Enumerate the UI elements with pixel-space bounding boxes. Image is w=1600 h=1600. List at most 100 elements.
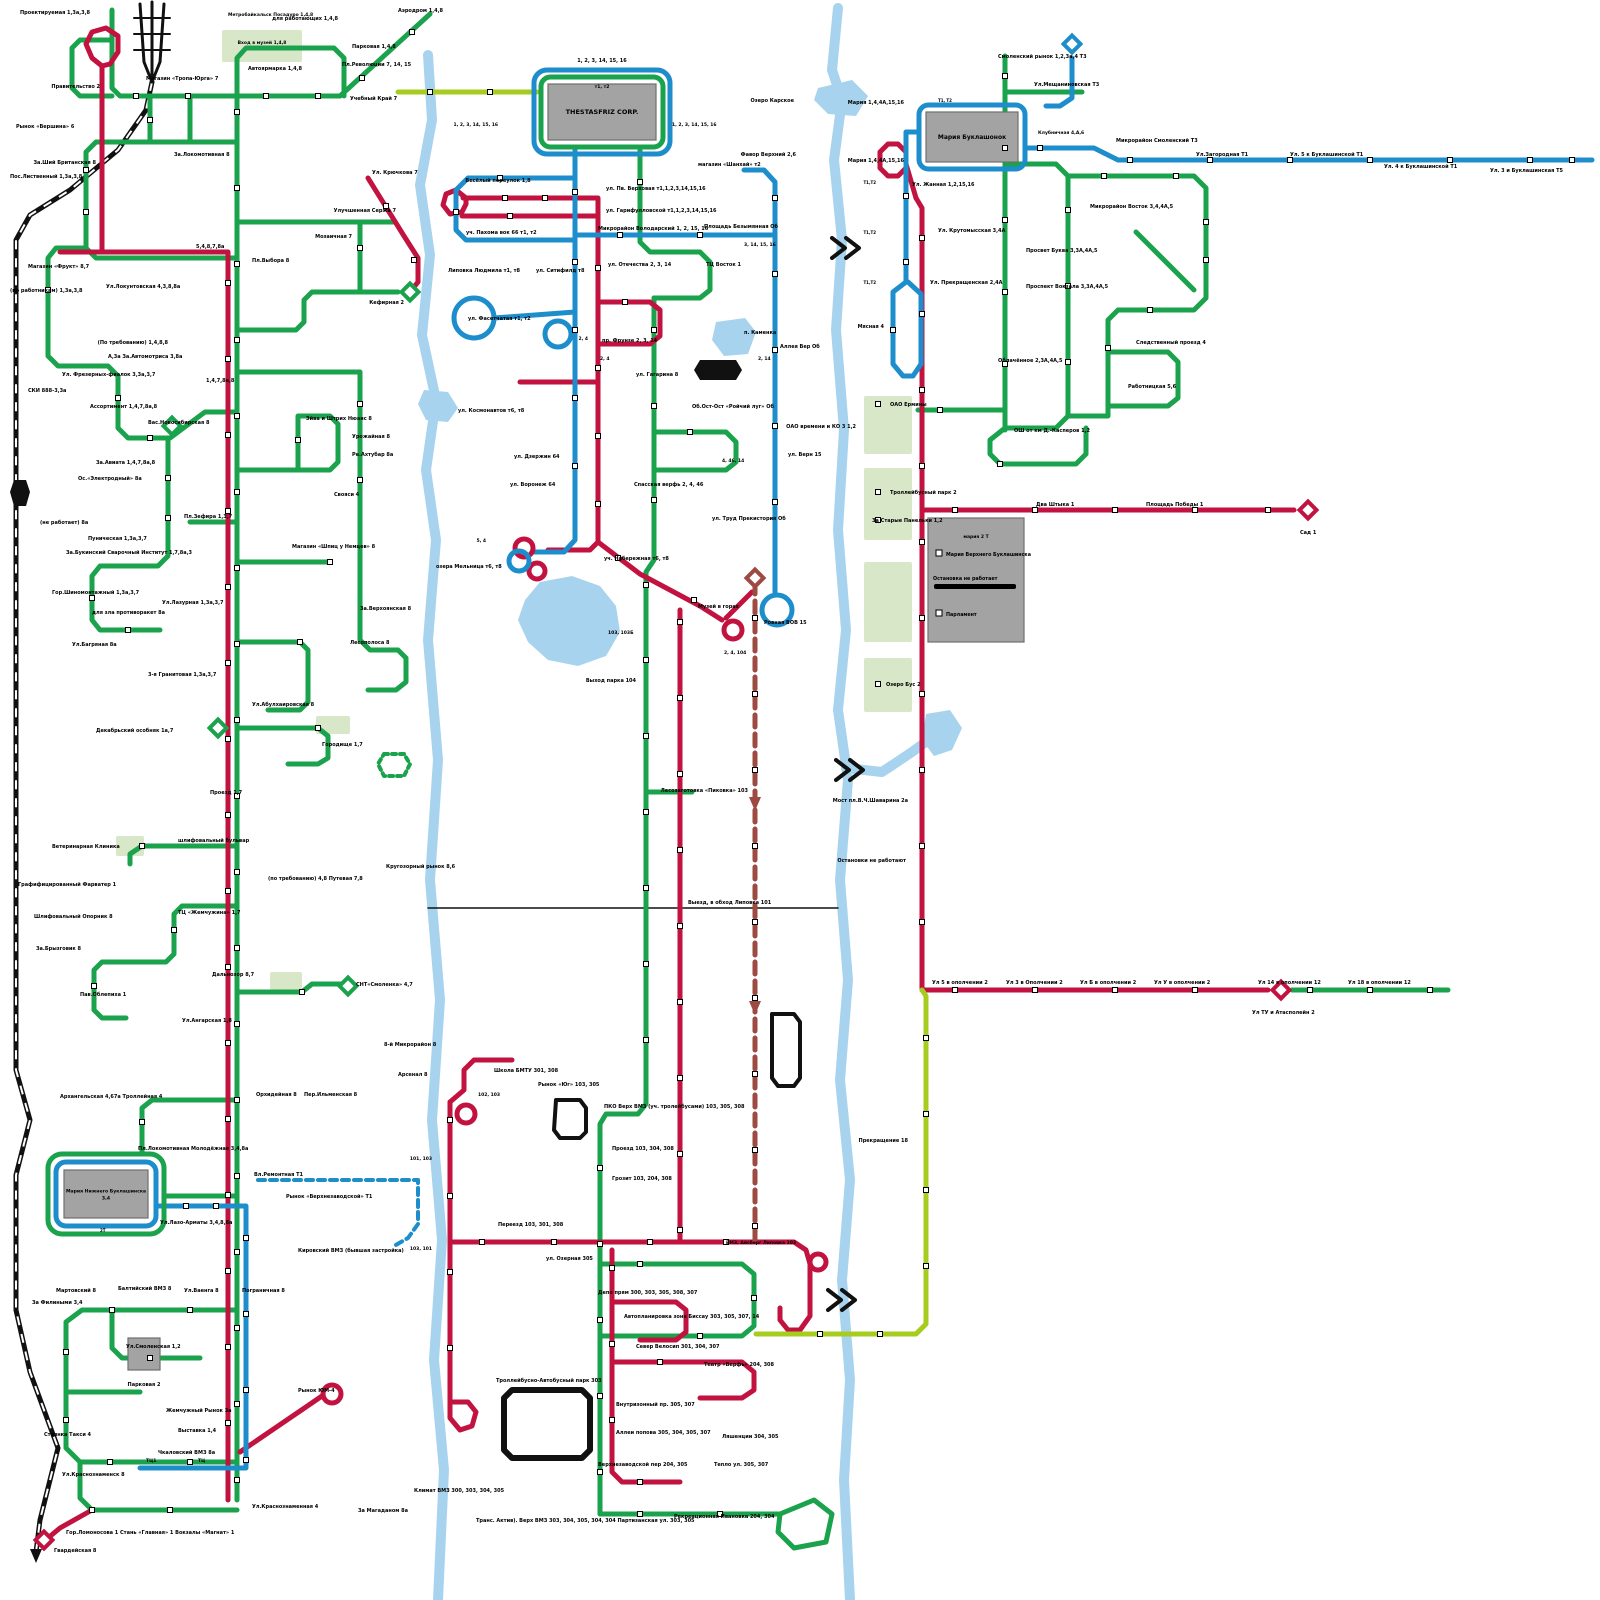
route-line-green bbox=[234, 45, 347, 99]
route-line-blue bbox=[491, 309, 578, 321]
station-marker bbox=[315, 725, 321, 731]
station-marker bbox=[751, 1295, 757, 1301]
station-marker bbox=[147, 1355, 153, 1361]
map-label: магазин «Шанхай» т2 bbox=[698, 161, 761, 168]
map-label: Аллея Вер Об bbox=[780, 343, 820, 350]
station-marker bbox=[479, 1239, 485, 1245]
map-label: Ул.Ангарская 1,8 bbox=[182, 1018, 232, 1024]
route-loop-red bbox=[807, 1251, 829, 1273]
station-marker bbox=[243, 1457, 249, 1463]
station-marker bbox=[183, 1203, 189, 1209]
map-label: Пл.Локомотивная Молодёжная 3,4,8а bbox=[138, 1146, 248, 1152]
map-label: Арсенал 8 bbox=[398, 1072, 428, 1078]
map-label: Рынок «Вершина» 6 bbox=[16, 124, 75, 130]
map-label: Т1,Т2 bbox=[863, 280, 876, 285]
station-marker bbox=[919, 615, 925, 621]
map-label: Эйва и Штрих Нюанс 8 bbox=[306, 415, 372, 422]
map-label: 1, 2, 3, 14, 15, 16 bbox=[453, 122, 498, 128]
station-marker bbox=[447, 1193, 453, 1199]
building-block bbox=[925, 111, 1019, 163]
map-label: 103, 101 bbox=[410, 1246, 432, 1252]
station-marker bbox=[657, 1359, 663, 1365]
map-label: ул. Отечества 2, 3, 14 bbox=[608, 262, 672, 268]
route-line-black bbox=[826, 1288, 843, 1312]
map-label: Ул.Мещаниновская Т3 bbox=[1034, 82, 1100, 88]
building-border-green bbox=[45, 1151, 167, 1237]
station-marker bbox=[937, 407, 943, 413]
map-label: Остановки не работают bbox=[837, 857, 906, 864]
map-label: Дальнозор 8,7 bbox=[212, 972, 255, 978]
building-border-green bbox=[538, 74, 666, 150]
map-label: ул. Гагарина 8 bbox=[636, 372, 679, 378]
river bbox=[415, 50, 449, 1600]
map-label: Т1,Т2 bbox=[863, 180, 876, 185]
legend-station-symbol bbox=[935, 609, 943, 617]
station-marker bbox=[187, 1307, 193, 1313]
map-label: Ул.Абулхаировская 8 bbox=[252, 701, 315, 708]
route-line-black bbox=[138, 2, 154, 84]
map-label: Т1,Т2 bbox=[863, 230, 876, 235]
station-marker bbox=[952, 987, 958, 993]
station-marker bbox=[109, 1307, 115, 1313]
map-label: Гвардейская 8 bbox=[54, 1547, 97, 1554]
map-label: ул. Пв. Верховая т1,1,2,3,14,15,16 bbox=[606, 186, 706, 192]
map-label: Выход парка 104 bbox=[586, 678, 637, 684]
building-block bbox=[63, 1169, 149, 1219]
lake bbox=[712, 318, 756, 356]
map-label: Ул ТУ и Атасполейн 2 bbox=[1252, 1009, 1315, 1016]
route-line-green bbox=[1002, 161, 1071, 431]
station-marker bbox=[919, 843, 925, 849]
station-marker bbox=[447, 1117, 453, 1123]
map-label: Гор.Шиномонтажный 1,3а,3,7 bbox=[52, 589, 140, 596]
map-label: 2, 14 bbox=[758, 356, 771, 362]
station-marker bbox=[187, 1459, 193, 1465]
station-marker bbox=[1203, 257, 1209, 263]
map-label: Площадь Победы 1 bbox=[1146, 501, 1204, 508]
route-line-red bbox=[45, 1507, 95, 1541]
station-marker bbox=[1065, 359, 1071, 365]
station-marker bbox=[875, 681, 881, 687]
map-label: Клубничная 4,А,6 bbox=[1038, 129, 1084, 136]
map-label: ОАО времени и КО 3 1,2 bbox=[786, 424, 856, 430]
map-label: За.Букинский Сварочный Институт 1,7,8а,3 bbox=[66, 549, 193, 556]
terminal-diamond-maroon bbox=[743, 566, 767, 590]
station-marker bbox=[234, 793, 240, 799]
station-marker bbox=[234, 489, 240, 495]
station-marker bbox=[411, 257, 417, 263]
station-marker bbox=[997, 461, 1003, 467]
station-marker bbox=[213, 1203, 219, 1209]
park-area bbox=[864, 658, 912, 712]
map-label: уч. Набережная т6, т8 bbox=[604, 555, 669, 562]
station-marker bbox=[297, 639, 303, 645]
lake bbox=[922, 710, 962, 756]
map-label: Ре.Ахтубар 8а bbox=[352, 451, 393, 458]
station-marker bbox=[383, 203, 389, 209]
map-label: Ляшенции 304, 305 bbox=[722, 1434, 779, 1440]
map-label: Площадь Безымянная Об bbox=[704, 223, 779, 230]
station-marker bbox=[225, 888, 231, 894]
river bbox=[827, 3, 855, 1600]
map-label: Парковая 2 bbox=[128, 1382, 161, 1388]
station-marker bbox=[1569, 157, 1575, 163]
station-marker bbox=[1105, 345, 1111, 351]
map-label: СКИ 888-3,3а bbox=[28, 388, 66, 394]
station-marker bbox=[63, 1417, 69, 1423]
route-line-green bbox=[357, 557, 409, 693]
map-label: 2Т bbox=[100, 1228, 106, 1233]
map-label: 102, 103 bbox=[478, 1092, 500, 1098]
station-marker bbox=[919, 539, 925, 545]
park-area bbox=[864, 468, 912, 540]
station-marker bbox=[772, 499, 778, 505]
station-marker bbox=[919, 387, 925, 393]
station-marker bbox=[595, 433, 601, 439]
map-label: Два Штыка 1 bbox=[1036, 502, 1075, 508]
station-marker bbox=[453, 209, 459, 215]
station-marker bbox=[637, 1261, 643, 1267]
map-label: ул. Дзержин 64 bbox=[514, 454, 560, 460]
station-marker bbox=[772, 423, 778, 429]
station-marker bbox=[315, 93, 321, 99]
station-marker bbox=[643, 885, 649, 891]
map-label: озера Мельница т6, т8 bbox=[436, 564, 502, 570]
map-label: Орхидейная 8 bbox=[256, 1091, 297, 1098]
